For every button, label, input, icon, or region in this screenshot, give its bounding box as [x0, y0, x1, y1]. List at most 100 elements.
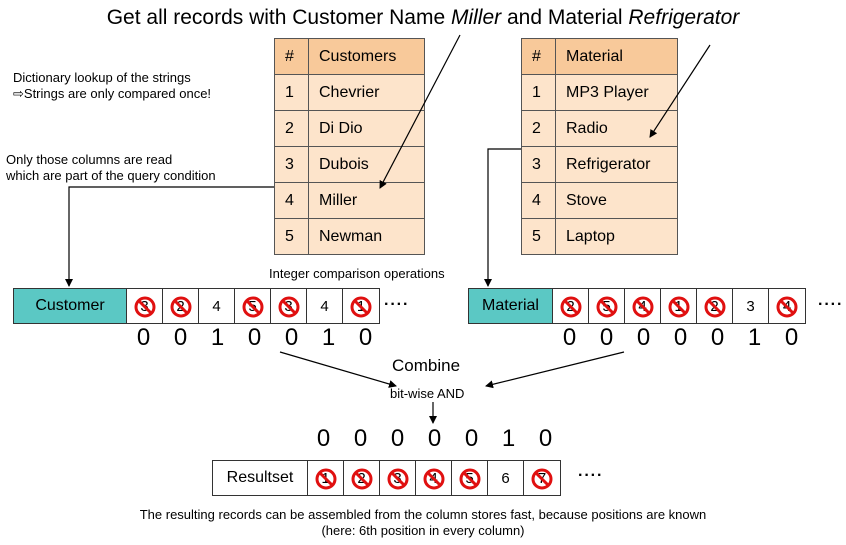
bit: 1 [321, 324, 336, 351]
no-entry-icon [351, 468, 373, 490]
no-entry-icon [632, 296, 654, 318]
matching-value-cell: 3 [733, 289, 769, 323]
miller-lookup-arrow [379, 34, 461, 189]
excluded-value-cell: 4 [416, 461, 452, 495]
customers-row-name: Newman [308, 218, 425, 255]
material-row-num: 3 [521, 146, 556, 183]
bit: 0 [136, 324, 151, 351]
material-column-label: Material [469, 289, 553, 323]
no-entry-icon [704, 296, 726, 318]
bit: 0 [784, 324, 799, 351]
material-header-name: Material [555, 38, 678, 75]
resultset-more: ···· [578, 467, 604, 484]
customers-row-num: 1 [274, 74, 309, 111]
excluded-value-cell: 5 [589, 289, 625, 323]
material-row-name: MP3 Player [555, 74, 678, 111]
customers-row-num: 5 [274, 218, 309, 255]
customer-column-more: ···· [384, 296, 410, 313]
no-entry-icon [459, 468, 481, 490]
customers-row-num: 3 [274, 146, 309, 183]
title-middle: and Material [501, 6, 629, 29]
title-material-name: Refrigerator [628, 6, 740, 29]
integer-comparison-note: Integer comparison operations [269, 266, 445, 281]
bit: 0 [173, 324, 188, 351]
material-row-name: Laptop [555, 218, 678, 255]
excluded-value-cell: 1 [661, 289, 697, 323]
combine-label: Combine [392, 356, 461, 375]
excluded-value-cell: 2 [344, 461, 380, 495]
cell-value: 4 [320, 297, 329, 315]
excluded-value-cell: 3 [380, 461, 416, 495]
excluded-value-cell: 2 [163, 289, 199, 323]
no-entry-icon [776, 296, 798, 318]
matching-value-cell: 6 [488, 461, 524, 495]
no-entry-icon [170, 296, 192, 318]
excluded-value-cell: 4 [625, 289, 661, 323]
excluded-value-cell: 3 [127, 289, 163, 323]
no-entry-icon [560, 296, 582, 318]
material-column-more: ···· [818, 296, 844, 313]
no-entry-icon [134, 296, 156, 318]
bit: 0 [247, 324, 262, 351]
bit: 0 [464, 425, 479, 452]
columns-note-line1: Only those columns are read [6, 152, 173, 167]
no-entry-icon [531, 468, 553, 490]
bit: 1 [210, 324, 225, 351]
excluded-value-cell: 1 [308, 461, 344, 495]
bit: 0 [710, 324, 725, 351]
bit: 0 [284, 324, 299, 351]
material-row-name: Radio [555, 110, 678, 147]
title-prefix: Get all records with Customer Name [106, 6, 451, 29]
bit: 0 [673, 324, 688, 351]
dictionary-note-line2: ⇨Strings are only compared once! [13, 86, 212, 101]
excluded-value-cell: 5 [235, 289, 271, 323]
resultset-column-store: Resultset 1234567 [212, 460, 561, 496]
excluded-value-cell: 5 [452, 461, 488, 495]
material-column-store: Material 2541234 [468, 288, 806, 324]
result-note-line1: The resulting records can be assembled f… [139, 507, 707, 522]
material-row-num: 5 [521, 218, 556, 255]
excluded-value-cell: 2 [553, 289, 589, 323]
bit: 1 [747, 324, 762, 351]
dictionary-note: Dictionary lookup of the strings ⇨String… [13, 70, 211, 102]
no-entry-icon [387, 468, 409, 490]
dictionary-note-line1: Dictionary lookup of the strings [13, 70, 191, 85]
material-combine-arrow [485, 351, 625, 389]
bit: 0 [427, 425, 442, 452]
refrigerator-lookup-arrow [649, 44, 711, 138]
customers-row-name: Chevrier [308, 74, 425, 111]
excluded-value-cell: 4 [769, 289, 805, 323]
bit: 0 [562, 324, 577, 351]
excluded-value-cell: 7 [524, 461, 560, 495]
no-entry-icon [315, 468, 337, 490]
no-entry-icon [242, 296, 264, 318]
customer-column-label: Customer [14, 289, 127, 323]
customers-header-name: Customers [308, 38, 425, 75]
resultset-label: Resultset [213, 461, 308, 495]
bit: 1 [501, 425, 516, 452]
customers-row-num: 4 [274, 182, 309, 219]
result-note: The resulting records can be assembled f… [0, 507, 846, 539]
excluded-value-cell: 3 [271, 289, 307, 323]
cell-value: 3 [746, 297, 755, 315]
material-column-arrow [484, 148, 521, 287]
bit: 0 [636, 324, 651, 351]
slide-title: Get all records with Customer Name Mille… [0, 6, 846, 30]
title-customer-name: Miller [450, 6, 502, 29]
customer-combine-arrow [279, 351, 397, 388]
customer-column-cells: 3245341 [127, 289, 379, 323]
no-entry-icon [596, 296, 618, 318]
matching-value-cell: 4 [307, 289, 343, 323]
bit: 0 [316, 425, 331, 452]
no-entry-icon [668, 296, 690, 318]
excluded-value-cell: 1 [343, 289, 379, 323]
bit: 0 [538, 425, 553, 452]
bitwise-and-label: bit-wise AND [390, 386, 465, 401]
cell-value: 4 [212, 297, 221, 315]
